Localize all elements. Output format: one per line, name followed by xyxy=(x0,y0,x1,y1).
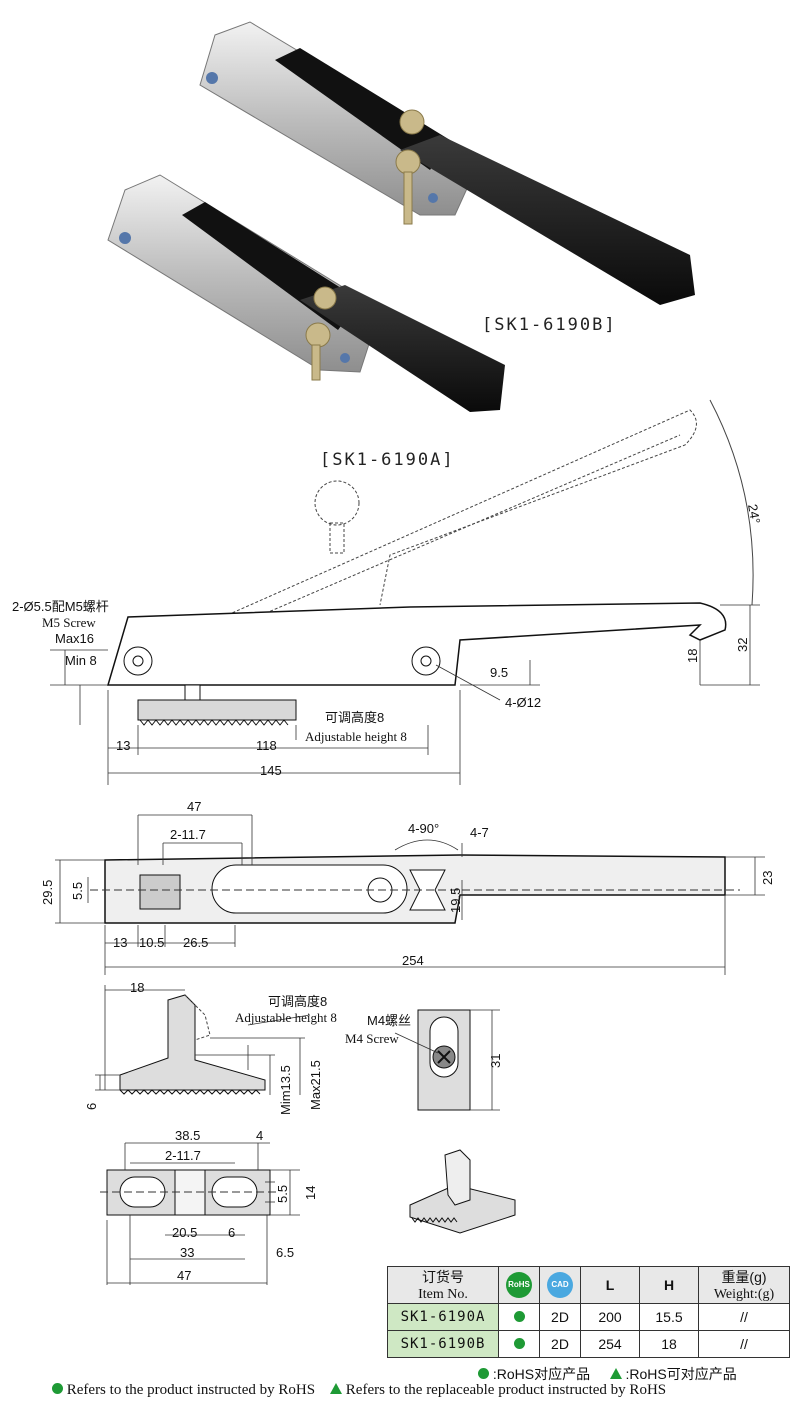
bracket-adjust-en: Adjustable height 8 xyxy=(235,1010,337,1025)
rohs-dot-icon xyxy=(478,1368,489,1379)
header-weight-cn: 重量(g) xyxy=(721,1269,767,1285)
m4-screw-cn: M4螺丝 xyxy=(367,1013,411,1028)
bracket-max21-5: Max21.5 xyxy=(308,1060,323,1110)
dim-19-5: 19.5 xyxy=(448,888,463,913)
spec-table: 订货号 Item No. RoHS CAD L H 重量(g) Weight:(g)… xyxy=(387,1266,790,1358)
bracket-dim-6: 6 xyxy=(228,1225,235,1240)
row-item: SK1-6190A xyxy=(387,1303,499,1331)
hole-note-cn: 2-Ø5.5配M5螺杆 xyxy=(12,599,109,614)
legend-cn: :RoHS对应产品 :RoHS可对应产品 xyxy=(478,1364,737,1384)
dim-26-5: 26.5 xyxy=(183,935,208,950)
table-row: SK1-6190B 2D 254 18 // xyxy=(387,1330,790,1358)
row-cad: 2D xyxy=(539,1330,581,1358)
bracket-dim-18: 18 xyxy=(130,980,144,995)
holes-4-label: 4-Ø12 xyxy=(505,695,541,710)
model-label-b: [SK1-6190B] xyxy=(482,315,617,335)
bracket-3d-image xyxy=(409,1149,516,1234)
legend-cn-dot: :RoHS对应产品 xyxy=(492,1366,591,1382)
bracket-dim-2-11-7: 2-11.7 xyxy=(165,1148,201,1163)
dim-24-angle: 24° xyxy=(745,503,763,525)
adjust-height-en: Adjustable height 8 xyxy=(305,729,407,744)
bracket-dim-6-5: 6.5 xyxy=(276,1245,294,1260)
header-h: H xyxy=(639,1266,699,1304)
bracket-dim-31: 31 xyxy=(488,1054,503,1068)
side-view-drawing: 24° 2-Ø5.5配M5螺杆 M5 Screw Max16 Min 8 9.5… xyxy=(12,399,763,785)
dim-13-top: 13 xyxy=(113,935,127,950)
row-l: 200 xyxy=(580,1303,640,1331)
bracket-dim-47: 47 xyxy=(177,1268,191,1283)
legend-en-tri: Refers to the replaceable product instru… xyxy=(345,1382,667,1398)
hole-note-en: M5 Screw xyxy=(42,615,96,630)
dim-32: 32 xyxy=(735,638,750,652)
row-h: 18 xyxy=(639,1330,699,1358)
row-weight: // xyxy=(698,1303,790,1331)
row-h: 15.5 xyxy=(639,1303,699,1331)
rohs-dot-icon xyxy=(513,1311,525,1322)
dim-18: 18 xyxy=(685,649,700,663)
bracket-dim-38-5: 38.5 xyxy=(175,1128,200,1143)
row-l: 254 xyxy=(580,1330,640,1358)
bracket-dim-4: 4 xyxy=(256,1128,263,1143)
top-view-drawing: 47 2-11.7 4-90° 4-7 29.5 5.5 19.5 23 13 … xyxy=(40,799,775,975)
dim-4-7: 4-7 xyxy=(470,825,489,840)
dim-145: 145 xyxy=(260,763,282,778)
cad-icon: CAD xyxy=(547,1272,573,1298)
row-cad: 2D xyxy=(539,1303,581,1331)
dim-29-5: 29.5 xyxy=(40,880,55,905)
bracket-dim-20-5: 20.5 xyxy=(172,1225,197,1240)
header-item-en: Item No. xyxy=(418,1287,468,1302)
table-row: SK1-6190A 2D 200 15.5 // xyxy=(387,1303,790,1331)
row-item: SK1-6190B xyxy=(387,1330,499,1358)
dim-23: 23 xyxy=(760,871,775,885)
legend-en: Refers to the product instructed by RoHS… xyxy=(52,1382,666,1399)
bracket-top-drawing: 38.5 4 2-11.7 5.5 14 20.5 6 33 6.5 47 xyxy=(100,1128,318,1285)
min8-label: Min 8 xyxy=(65,653,97,668)
bracket-dim-6: 6 xyxy=(84,1103,99,1110)
dim-9-5: 9.5 xyxy=(490,665,508,680)
lock-a-photo xyxy=(107,174,505,412)
dim-13: 13 xyxy=(116,738,130,753)
rohs-dot-icon xyxy=(52,1383,63,1394)
bracket-adjust-cn: 可调高度8 xyxy=(268,994,327,1009)
rohs-dot-icon xyxy=(513,1338,525,1349)
dim-118: 118 xyxy=(256,738,277,753)
table-header: 订货号 Item No. RoHS CAD L H 重量(g) Weight:(g) xyxy=(387,1266,790,1304)
legend-cn-tri: :RoHS可对应产品 xyxy=(625,1366,737,1382)
bracket-dim-14: 14 xyxy=(303,1186,318,1200)
rohs-triangle-icon xyxy=(330,1383,343,1394)
bracket-dim-5-5: 5.5 xyxy=(275,1185,290,1203)
row-weight: // xyxy=(698,1330,790,1358)
bracket-min13-5: Mim13.5 xyxy=(278,1065,293,1115)
angle-4-90: 4-90° xyxy=(408,821,439,836)
rohs-icon: RoHS xyxy=(506,1272,532,1298)
bracket-side-drawing: 18 可调高度8 Adjustable height 8 6 Mim13.5 M… xyxy=(84,980,337,1115)
max16-label: Max16 xyxy=(55,631,94,646)
dim-5-5: 5.5 xyxy=(70,882,85,900)
model-label-a: [SK1-6190A] xyxy=(320,450,455,470)
dim-47: 47 xyxy=(187,799,201,814)
product-photo xyxy=(107,21,695,412)
header-l: L xyxy=(580,1266,640,1304)
dim-254: 254 xyxy=(402,953,424,968)
header-weight-en: Weight:(g) xyxy=(713,1287,775,1302)
rohs-triangle-icon xyxy=(609,1368,622,1379)
dim-10-5: 10.5 xyxy=(139,935,164,950)
m4-screw-en: M4 Screw xyxy=(345,1031,399,1046)
bracket-dim-33: 33 xyxy=(180,1245,194,1260)
bracket-front-drawing: M4螺丝 M4 Screw 31 xyxy=(345,1009,503,1111)
legend-en-dot: Refers to the product instructed by RoHS xyxy=(66,1382,316,1398)
adjust-height-cn: 可调高度8 xyxy=(325,710,384,725)
dim-2-11-7: 2-11.7 xyxy=(170,827,206,842)
lock-b-photo xyxy=(199,21,695,305)
header-item-cn: 订货号 xyxy=(422,1269,464,1285)
